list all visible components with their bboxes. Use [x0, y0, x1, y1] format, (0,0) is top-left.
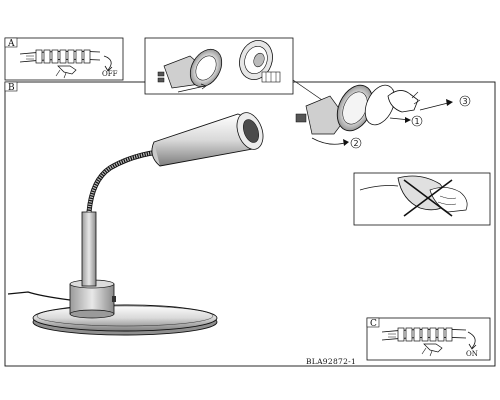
lamp-shade-cup-icon [239, 40, 273, 80]
cross-mark-icon [403, 179, 453, 217]
bulb-detail-inset [144, 37, 294, 95]
callout-line [292, 79, 323, 101]
gooseneck [86, 149, 159, 213]
lamp-base-column [69, 279, 115, 319]
panel-b-label: B [8, 83, 15, 93]
rotate-arrow-icon [467, 331, 477, 350]
bulb-exploded-view: 1 2 3 [295, 84, 471, 149]
connector-icon [261, 71, 281, 83]
step-1-arrow: 1 [389, 115, 423, 127]
step-2-number: 2 [354, 139, 359, 148]
power-cord [7, 291, 71, 301]
step-1-number: 1 [415, 117, 420, 126]
desk-lamp [7, 112, 264, 336]
base-switch [112, 296, 116, 302]
panel-a-label: A [7, 39, 15, 49]
hand-icon [421, 343, 443, 357]
document-code: BLA92872-1 [306, 357, 356, 366]
step-3-number: 3 [463, 97, 468, 106]
step-3-arrow: 3 [419, 95, 471, 111]
panel-c-label: C [370, 319, 377, 329]
lamp-base [32, 304, 218, 336]
panel-c: C ON [366, 317, 491, 361]
switch-cord-icon [19, 49, 101, 64]
spare-bulb-icon [387, 90, 421, 113]
lamp-head [151, 112, 264, 167]
lamp-stem [81, 211, 97, 287]
cover-ring-icon [364, 84, 396, 126]
hand-touching-icon [429, 187, 468, 213]
step-2-arrow: 2 [311, 137, 362, 149]
socket-icon [295, 95, 347, 135]
switch-state-on: ON [466, 350, 478, 358]
rotate-arrow-icon [103, 55, 113, 72]
switch-cord-icon [381, 327, 467, 342]
gu10-bulb-icon [157, 48, 223, 89]
warning-inset [353, 172, 491, 226]
hand-icon [55, 65, 77, 79]
switch-state-off: OFF [102, 70, 118, 78]
panel-a: A OFF [4, 37, 124, 81]
